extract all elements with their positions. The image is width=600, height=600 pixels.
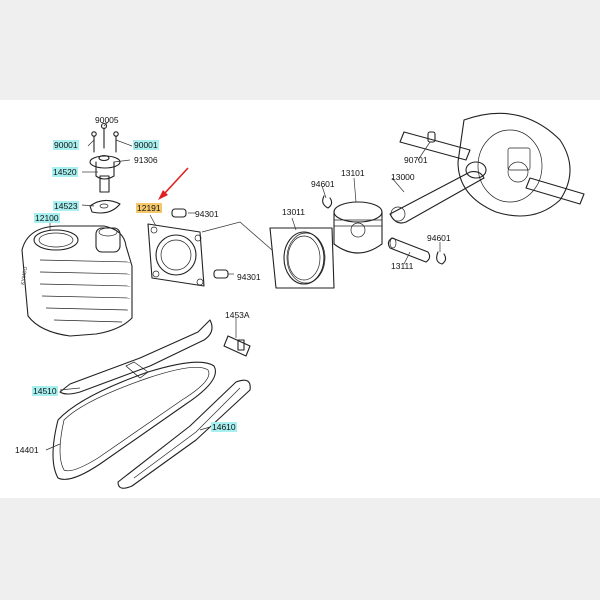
chain-tensioner-slipper[interactable] <box>59 319 213 395</box>
part-label-12191[interactable]: 12191 <box>136 203 162 213</box>
crankshaft-assembly[interactable] <box>389 112 585 224</box>
part-label-90001-left[interactable]: 90001 <box>53 140 79 150</box>
selected-part-arrow <box>158 167 189 200</box>
cylinder-brand-mark: KYMCO <box>20 266 29 285</box>
part-label-90001-right[interactable]: 90001 <box>133 140 159 150</box>
piston-pin-clips[interactable] <box>322 195 447 265</box>
dowel-pins[interactable] <box>171 208 229 279</box>
part-label-14520[interactable]: 14520 <box>52 167 78 177</box>
part-label-94601-right[interactable]: 94601 <box>427 233 451 243</box>
part-label-14610[interactable]: 14610 <box>211 422 237 432</box>
part-label-13101[interactable]: 13101 <box>341 168 365 178</box>
tensioner-lifter-assembly[interactable] <box>89 122 121 214</box>
cam-chain[interactable] <box>52 361 216 480</box>
cylinder-gasket[interactable] <box>147 223 205 287</box>
part-label-14523[interactable]: 14523 <box>53 201 79 211</box>
leader-lines <box>45 121 441 451</box>
part-label-1453A[interactable]: 1453A <box>225 310 250 320</box>
part-label-14510[interactable]: 14510 <box>32 386 58 396</box>
part-label-94301-top[interactable]: 94301 <box>195 209 219 219</box>
piston-pin[interactable] <box>387 237 431 263</box>
part-label-94301-bottom[interactable]: 94301 <box>237 272 261 282</box>
part-label-94601-left[interactable]: 94601 <box>311 179 335 189</box>
tensioner-pivot-bolt[interactable] <box>223 335 251 357</box>
part-label-90005[interactable]: 90005 <box>95 115 119 125</box>
part-label-91306[interactable]: 91306 <box>134 155 158 165</box>
piston-rings[interactable] <box>269 227 335 289</box>
part-label-13011[interactable]: 13011 <box>282 207 306 217</box>
part-label-12100[interactable]: 12100 <box>34 213 60 223</box>
part-label-14401[interactable]: 14401 <box>15 445 39 455</box>
chain-guide[interactable] <box>117 379 251 489</box>
part-label-13000[interactable]: 13000 <box>391 172 415 182</box>
diagram-panel: KYMCO <box>0 100 600 498</box>
exploded-parts-drawing: KYMCO <box>20 112 585 489</box>
crank-key[interactable] <box>427 131 436 143</box>
piston[interactable] <box>333 201 383 254</box>
part-label-13111[interactable]: 13111 <box>391 261 414 271</box>
part-label-90701[interactable]: 90701 <box>404 155 428 165</box>
cylinder-block[interactable]: KYMCO <box>20 225 133 337</box>
